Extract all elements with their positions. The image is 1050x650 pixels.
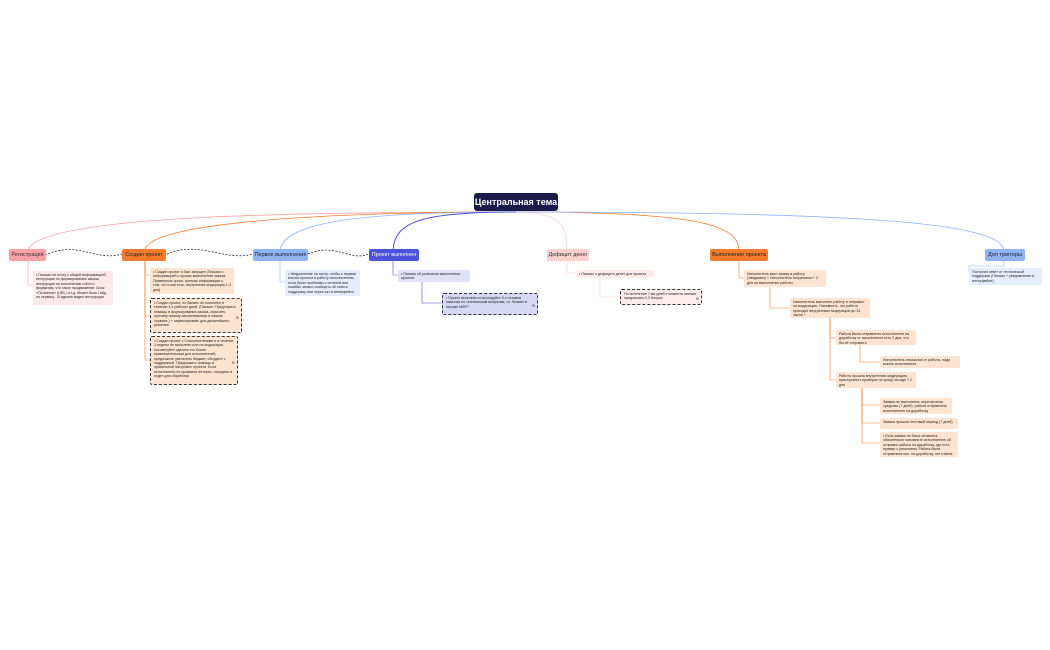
branch-first-execution[interactable]: Первое выполнение [253, 249, 308, 261]
branch-registration[interactable]: Регистрация [9, 249, 46, 261]
branch-create-project[interactable]: Создан проект [122, 249, 166, 261]
pin-icon: ⊕ [531, 303, 535, 308]
connector-extra [515, 211, 1005, 251]
pin-icon: ⊕ [231, 359, 235, 365]
relation-dashed-2 [166, 248, 254, 257]
branch-money-deficit[interactable]: Дефицит денег [547, 249, 589, 261]
note-create-2[interactable]: • Создан проект, но баланс не пополнен в… [150, 298, 242, 333]
note-exec-6[interactable]: Заявка не выполнена: перечислены средств… [880, 398, 952, 414]
branch-project-done[interactable]: Проект выполнен [369, 249, 419, 261]
relation-dashed-1 [44, 249, 123, 257]
connector-create [144, 211, 517, 251]
note-exec-3[interactable]: Работа была отправлена исполнителю на до… [836, 330, 916, 345]
note-exec-1[interactable]: Исполнитель взял заявку в работу (Уведом… [744, 270, 826, 287]
connector-first [279, 211, 517, 251]
central-topic[interactable]: Центральная тема [474, 193, 558, 211]
note-done-2-text: • Проект выполнен и исследуйте 3-х отзыв… [446, 296, 528, 309]
note-create-3[interactable]: • Создан проект с 0 исполнителями и в те… [150, 336, 238, 385]
pin-icon: ⊕ [695, 296, 699, 301]
note-registration-1[interactable]: • Письмо на почту с общей информацией: и… [33, 271, 113, 305]
note-exec-5[interactable]: Работа прошла внутреннюю модерацию, прис… [836, 372, 916, 388]
connector-done [392, 211, 517, 251]
note-first-1[interactable]: • Уведомление на почту, чтобы о первом в… [285, 270, 360, 296]
note-deficit-1[interactable]: • Письмо о дефиците денег для проекта [576, 270, 654, 278]
branch-project-execution[interactable]: Выполнение проекта [710, 249, 768, 261]
note-exec-2[interactable]: Исполнитель выполнил работу и отправил н… [790, 298, 870, 318]
note-done-1[interactable]: • Письмо об успешном выполнении проекта [398, 270, 470, 282]
pin-icon: ⊕ [235, 314, 239, 320]
connector-execution [515, 211, 740, 251]
note-create-3-text: • Создан проект с 0 исполнителями и в те… [154, 339, 234, 379]
note-create-2-text: • Создан проект, но баланс не пополнен в… [154, 301, 236, 328]
note-extra-1[interactable]: Поступил ответ от технической поддержки … [969, 268, 1042, 285]
note-exec-4[interactable]: Исполнитель отказался от работы, надо ис… [880, 356, 960, 368]
note-exec-7[interactable]: Заявка прошла тестовый период (7 дней) [880, 418, 958, 429]
connector-registration [27, 211, 517, 251]
note-create-1[interactable]: • Создан проект и был запущен (Письмо с … [150, 268, 234, 294]
note-deficit-2-text: По истечении 7-ми дней с момента письма … [624, 292, 696, 301]
note-deficit-2[interactable]: По истечении 7-ми дней с момента письма … [620, 289, 702, 305]
branch-extra-triggers[interactable]: Доп триггеры [985, 249, 1025, 261]
note-done-2[interactable]: • Проект выполнен и исследуйте 3-х отзыв… [442, 293, 538, 315]
relation-dashed-3 [307, 249, 370, 257]
note-exec-8[interactable]: • Если заявка не была оплачена, обязател… [880, 432, 958, 457]
connector-deficit [515, 211, 568, 251]
